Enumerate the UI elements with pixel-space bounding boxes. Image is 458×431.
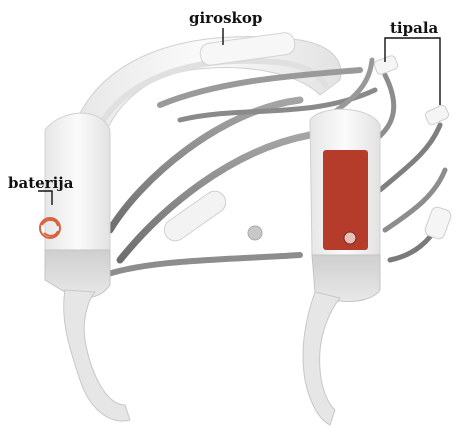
sensor-tip (248, 226, 262, 240)
sensor-tip (373, 55, 398, 76)
label-tipala: tipala (390, 19, 439, 37)
left-support (64, 290, 130, 421)
sensor-tip (423, 205, 452, 240)
sensor-tip (160, 187, 230, 245)
sensor-arms (105, 60, 445, 275)
reference-sensor-icon (344, 232, 356, 244)
right-support (303, 292, 340, 425)
battery-housing (40, 113, 110, 298)
label-giroskop: giroskop (189, 9, 262, 27)
right-housing (310, 109, 380, 301)
label-baterija: baterija (8, 174, 74, 192)
sensor-tip (424, 104, 450, 126)
